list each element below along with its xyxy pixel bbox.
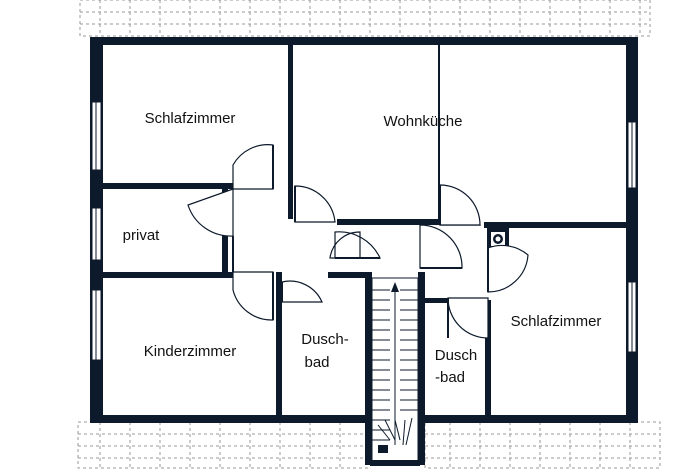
room-label-duschbad-2-line1: Dusch (435, 347, 478, 364)
outer-walls (90, 37, 638, 423)
room-label-duschbad-1-line1: Dusch- (301, 331, 349, 348)
room-label-kinderzimmer: Kinderzimmer (144, 343, 237, 360)
window-lines (95, 102, 633, 360)
room-label-wohnkueche: Wohnküche (384, 113, 463, 130)
door-swings (187, 144, 529, 339)
room-label-schlafzimmer-right: Schlafzimmer (511, 313, 602, 330)
stairs (370, 277, 420, 466)
room-labels: Schlafzimmer Wohnküche privat Schlafzimm… (123, 110, 602, 386)
door-leaves (232, 145, 489, 338)
room-label-privat: privat (123, 227, 161, 244)
room-label-schlafzimmer-left: Schlafzimmer (145, 110, 236, 127)
room-label-duschbad-1-line2: bad (304, 354, 329, 371)
room-label-duschbad-2-line2: -bad (435, 369, 465, 386)
chimney-shaft (487, 228, 509, 250)
roof-hatch-bottom (77, 421, 661, 469)
roof-hatch-top (79, 0, 651, 37)
